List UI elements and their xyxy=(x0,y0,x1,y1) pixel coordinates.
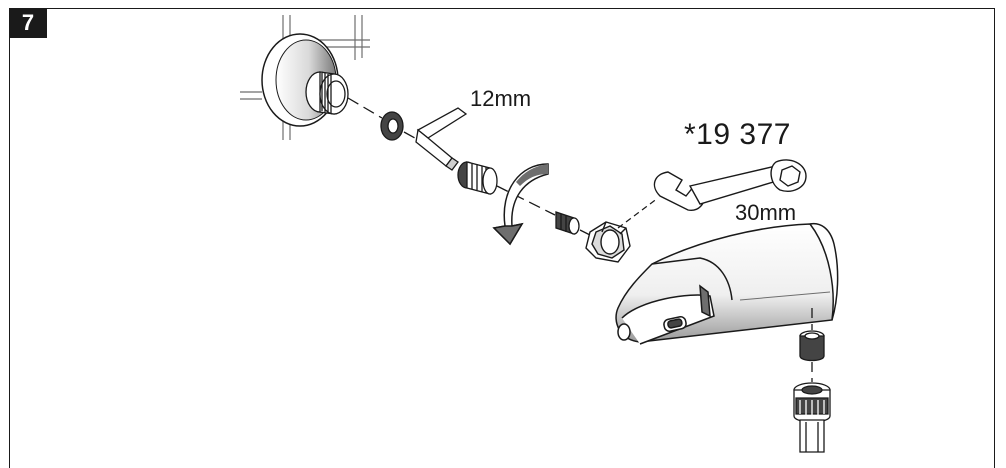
hex-key-size-label: 12mm xyxy=(470,86,532,111)
threaded-wall-connector xyxy=(305,71,349,115)
threaded-adapter xyxy=(457,161,498,195)
tool-number-label: *19 377 xyxy=(684,118,791,151)
wrench-size-label: 30mm xyxy=(735,200,797,225)
illustration-frame xyxy=(9,8,995,468)
rotation-arrow-icon xyxy=(492,163,549,246)
tool-guide-line xyxy=(617,197,659,229)
spanner-30mm xyxy=(653,159,807,211)
hex-key-12mm xyxy=(415,107,468,171)
faucet-spout-body xyxy=(615,222,839,345)
union-nut xyxy=(585,221,631,263)
aerator xyxy=(799,330,825,362)
hose-connector xyxy=(793,382,831,453)
sealing-washer xyxy=(380,111,404,141)
step-number-badge: 7 xyxy=(9,8,47,38)
flow-insert xyxy=(555,211,580,235)
